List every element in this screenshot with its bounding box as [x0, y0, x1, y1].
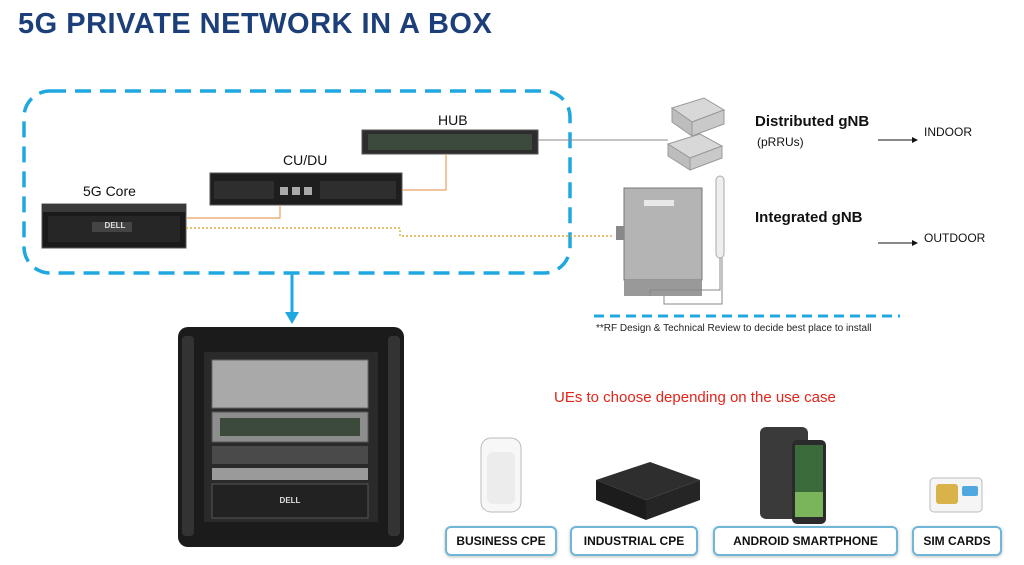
cudu-server-icon — [209, 172, 403, 206]
dell-logo-core: DELL — [104, 221, 126, 230]
core-server-icon — [41, 203, 187, 249]
hub-label: HUB — [438, 112, 468, 128]
android-smartphone-icon — [760, 427, 826, 524]
down-arrow-head — [285, 312, 299, 324]
distributed-gnb-sublabel: (pRRUs) — [757, 135, 804, 149]
industrial-cpe-icon — [596, 462, 700, 520]
business-cpe-icon — [480, 437, 522, 513]
antenna-cable-2 — [663, 258, 723, 305]
business-cpe-button[interactable]: BUSINESS CPE — [445, 526, 557, 556]
antenna-cable-1 — [649, 258, 721, 296]
hub-switch-icon — [361, 129, 539, 155]
prru-icon — [666, 97, 726, 171]
box-enclosure — [22, 89, 572, 275]
rack-case-icon — [178, 327, 404, 547]
rf-design-note: **RF Design & Technical Review to decide… — [596, 323, 872, 334]
link-core-integrated — [186, 227, 612, 237]
android-smartphone-button[interactable]: ANDROID SMARTPHONE — [713, 526, 898, 556]
indoor-label: INDOOR — [924, 125, 972, 139]
cudu-label: CU/DU — [283, 152, 328, 168]
ue-heading: UEs to choose depending on the use case — [554, 389, 836, 406]
link-cudu-hub — [402, 154, 447, 191]
core-label: 5G Core — [83, 183, 136, 199]
integrated-gnb-icon — [616, 175, 725, 296]
sim-cards-button[interactable]: SIM CARDS — [912, 526, 1002, 556]
outdoor-arrow-head — [912, 240, 918, 246]
link-core-cudu — [186, 205, 281, 219]
industrial-cpe-button[interactable]: INDUSTRIAL CPE — [570, 526, 698, 556]
dell-logo-rack: DELL — [279, 496, 301, 505]
outdoor-label: OUTDOOR — [924, 231, 986, 245]
distributed-gnb-label: Distributed gNB — [755, 113, 870, 130]
sim-card-icon — [929, 477, 983, 513]
integrated-gnb-label: Integrated gNB — [755, 209, 863, 226]
page-title: 5G PRIVATE NETWORK IN A BOX — [18, 8, 493, 40]
indoor-arrow-head — [912, 137, 918, 143]
